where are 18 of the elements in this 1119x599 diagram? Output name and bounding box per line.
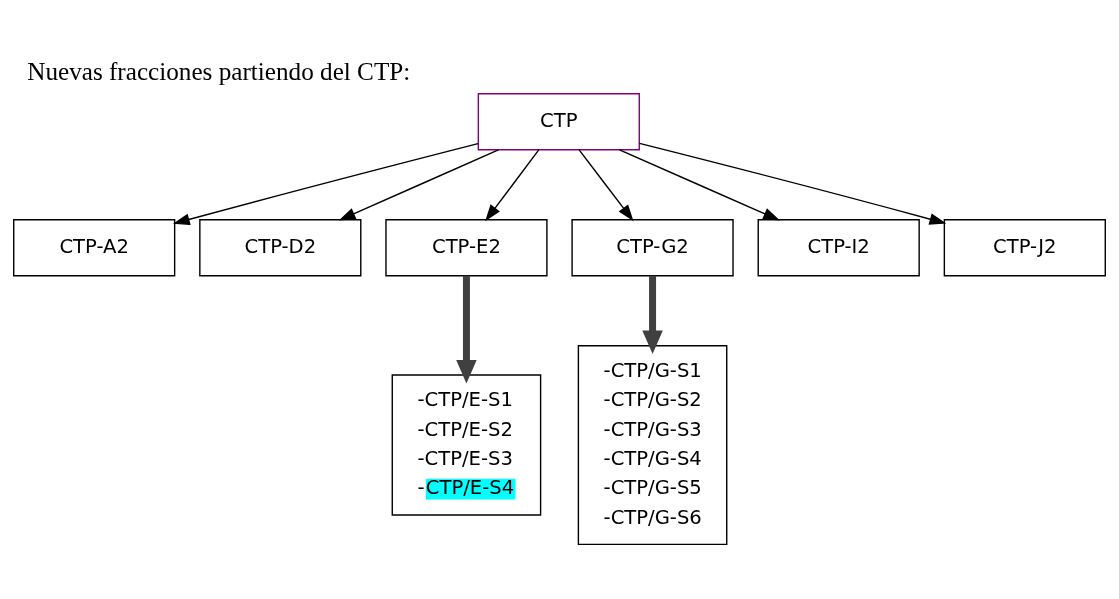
diagram-title: Nuevas fracciones partiendo del CTP: bbox=[27, 58, 411, 86]
node-box: CTP-D2 bbox=[199, 219, 362, 277]
arrow bbox=[456, 275, 477, 384]
node-box: CTP-I2 bbox=[757, 219, 920, 277]
arrow bbox=[638, 142, 947, 225]
node-box: CTP-A2 bbox=[13, 219, 176, 277]
arrow bbox=[338, 149, 500, 221]
node-box: CTP-J2 bbox=[943, 219, 1106, 277]
node-box: CTP-G2 bbox=[571, 219, 734, 277]
arrow bbox=[618, 149, 781, 221]
arrow bbox=[642, 275, 663, 355]
node-box: CTP bbox=[477, 93, 640, 151]
arrow bbox=[485, 149, 540, 222]
arrow bbox=[172, 142, 479, 226]
node-box: -CTP/E-S1 -CTP/E-S2 -CTP/E-S3 -CTP/E-S4 bbox=[391, 374, 542, 516]
node-box: CTP-E2 bbox=[385, 219, 548, 277]
arrow bbox=[578, 149, 634, 222]
node-box: -CTP/G-S1 -CTP/G-S2 -CTP/G-S3 -CTP/G-S4 -CTP/G-S5 -CTP/G-S6 bbox=[577, 345, 728, 546]
